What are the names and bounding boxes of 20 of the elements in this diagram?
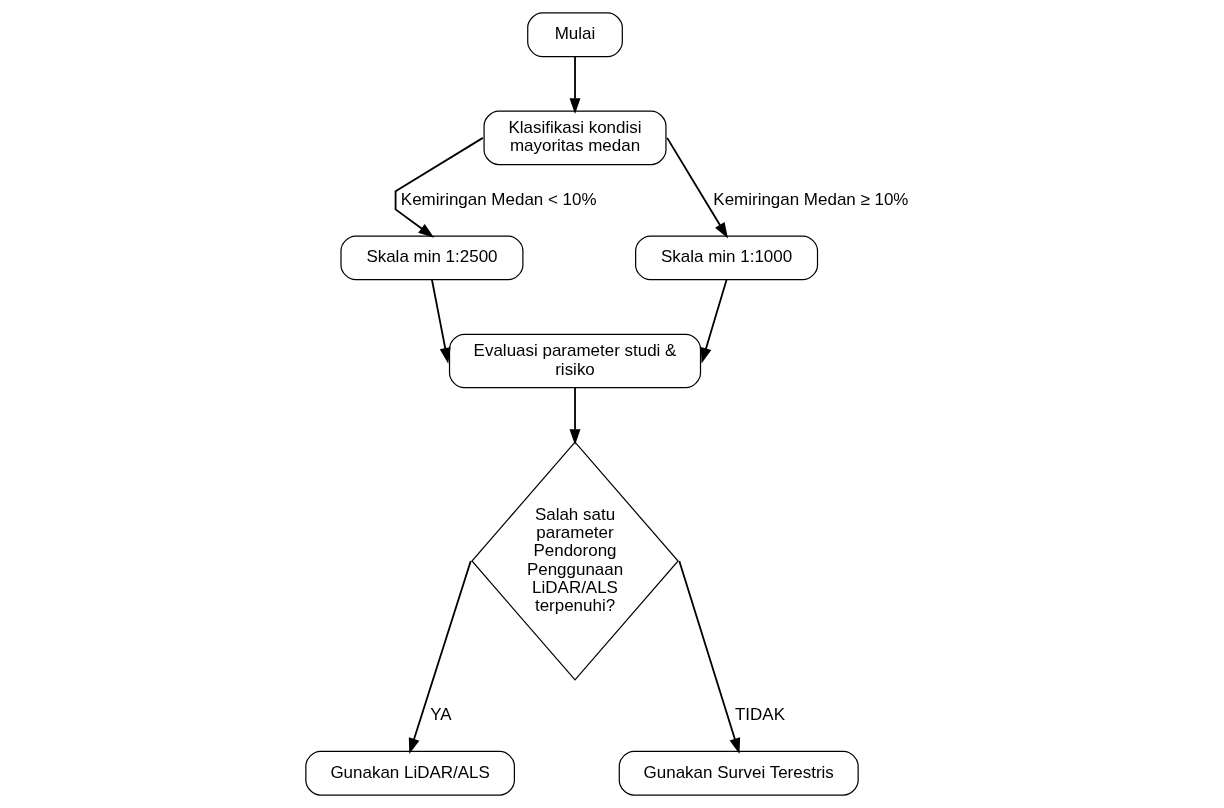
node-box: Mulai [527, 12, 623, 58]
node-diamond: Salah satu parameter Pendorong Penggunaan LiDAR/ALS terpenuhi? [471, 441, 679, 681]
arrow [569, 386, 581, 445]
arrow [666, 136, 728, 239]
arrow [678, 560, 741, 754]
node-box: Evaluasi parameter studi & risiko [448, 333, 702, 389]
node-box: Gunakan Survei Terestris [618, 750, 859, 796]
node-box: Skala min 1:2500 [340, 235, 524, 281]
node-box: Skala min 1:1000 [635, 235, 819, 281]
arrow [700, 278, 728, 364]
edge-label: TIDAK [734, 705, 785, 725]
edge-label: Kemiringan Medan ≥ 10% [713, 189, 909, 209]
node-box: Gunakan LiDAR/ALS [305, 750, 515, 796]
arrow [569, 55, 581, 114]
arrow [431, 278, 451, 364]
edge-label: Kemiringan Medan < 10% [400, 189, 597, 209]
arrow [408, 560, 472, 754]
node-box: Klasifikasi kondisi mayoritas medan [483, 110, 667, 166]
edge-label: YA [430, 705, 451, 725]
arrow [394, 136, 484, 238]
